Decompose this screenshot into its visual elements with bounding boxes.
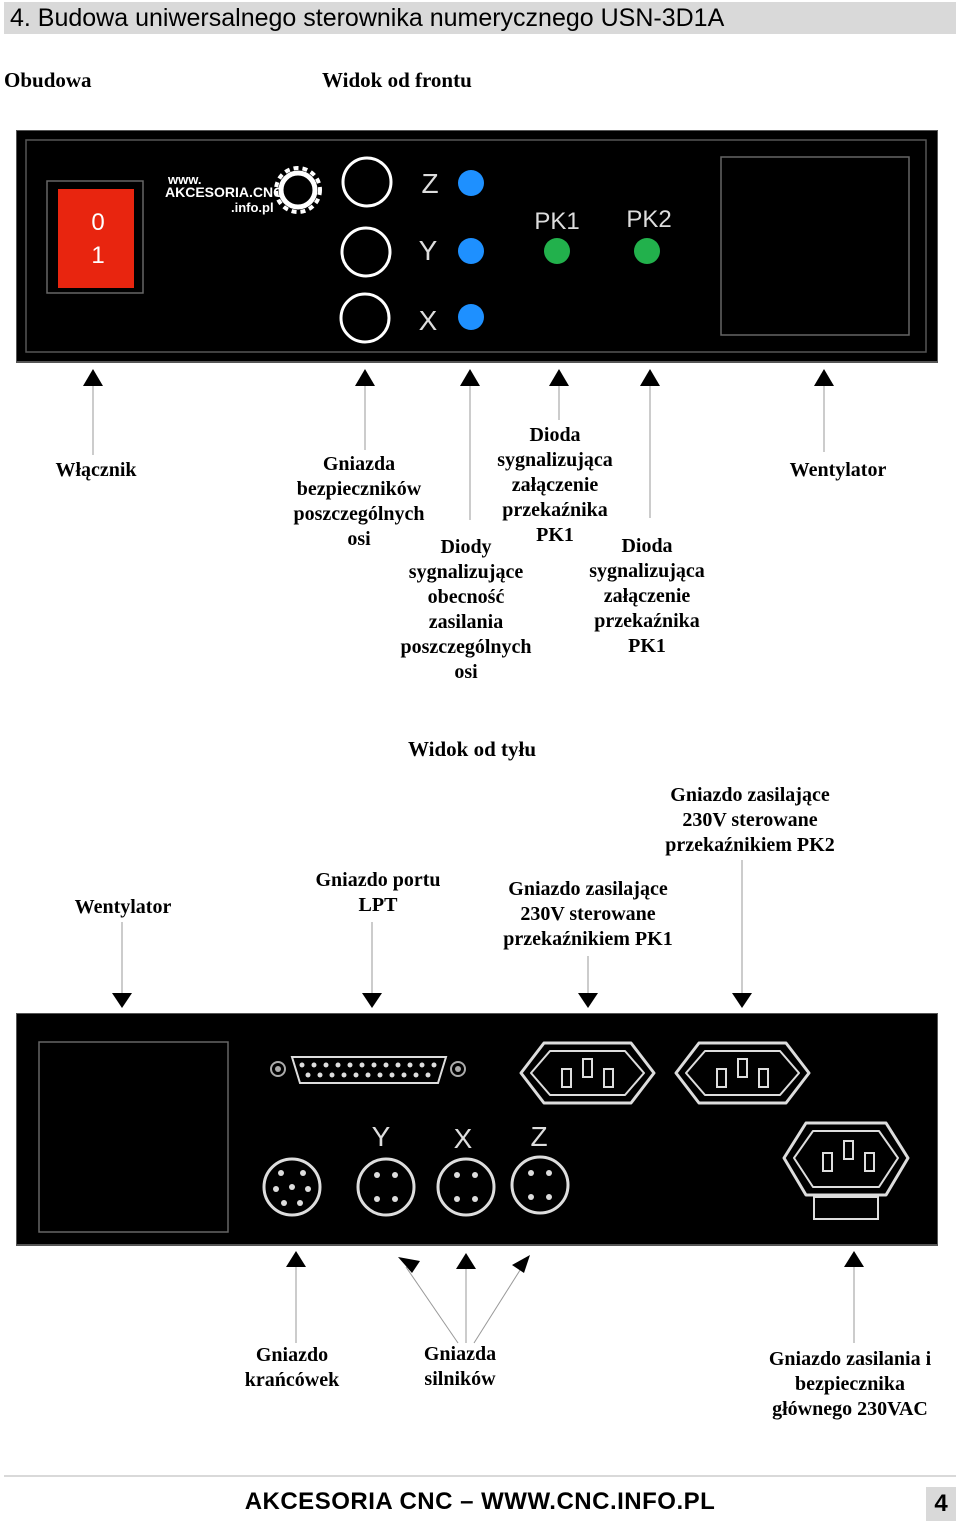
led-pk1 xyxy=(544,238,570,264)
motor-connector-z[interactable] xyxy=(510,1155,570,1215)
label-motor-sockets: Gniazda silników xyxy=(423,1343,497,1390)
rear-bottom-arrows xyxy=(286,1251,864,1344)
led-pk2 xyxy=(634,238,660,264)
front-view-title: Widok od frontu xyxy=(322,68,472,92)
page-number: 4 xyxy=(926,1487,956,1521)
switch-label-1: 1 xyxy=(91,242,104,269)
front-panel: 0 1 www. AKCESORIA.CNC .info.pl Z Y X PK… xyxy=(16,130,938,363)
fuse-holder-y[interactable] xyxy=(340,226,392,278)
power-switch[interactable]: 0 1 xyxy=(46,180,144,294)
label-socket-pk2: Gniazdo zasilające 230V sterowane przeka… xyxy=(665,784,835,856)
label-front-fan: Wentylator xyxy=(789,459,887,481)
mains-socket[interactable] xyxy=(782,1121,910,1220)
label-switch: Włącznik xyxy=(55,459,137,481)
motor-connector-x[interactable] xyxy=(436,1157,496,1217)
label-pk1-led: Dioda sygnalizująca załączenie przekaźni… xyxy=(497,424,613,546)
front-fan-area xyxy=(720,156,910,336)
label-axis-leds: Diody sygnalizujące obecność zasilania p… xyxy=(400,536,532,683)
rear-axis-z: Z xyxy=(530,1121,547,1152)
mains-fuse-drawer xyxy=(813,1196,879,1220)
front-axis-x: X xyxy=(419,305,438,336)
footer-text: AKCESORIA CNC – WWW.CNC.INFO.PL xyxy=(244,1488,716,1515)
label-pk2-led: Dioda sygnalizująca załączenie przekaźni… xyxy=(589,535,705,657)
rear-fan-area xyxy=(38,1041,229,1233)
rear-panel: Y X Z xyxy=(16,1013,938,1246)
limit-switch-connector[interactable] xyxy=(262,1157,322,1217)
gear-icon xyxy=(274,166,322,214)
rear-top-arrows xyxy=(112,860,752,1008)
label-rear-fan: Wentylator xyxy=(74,896,172,918)
led-x xyxy=(458,304,484,330)
logo-line-2: AKCESORIA.CNC xyxy=(165,184,283,200)
header-bar xyxy=(4,2,956,34)
fuse-holder-x[interactable] xyxy=(339,292,391,344)
motor-connector-y[interactable] xyxy=(356,1157,416,1217)
page-title: 4. Budowa uniwersalnego sterownika numer… xyxy=(10,4,725,32)
fuse-holder-z[interactable] xyxy=(341,156,393,208)
pk2-label: PK2 xyxy=(626,206,671,233)
switch-label-0: 0 xyxy=(91,209,104,236)
rear-axis-y: Y xyxy=(372,1121,391,1152)
led-y xyxy=(458,238,484,264)
front-arrows xyxy=(83,369,834,520)
label-fuse-holders: Gniazda bezpieczników poszczególnych osi xyxy=(293,453,425,550)
section-label: Obudowa xyxy=(4,68,92,92)
front-axis-z: Z xyxy=(421,168,438,199)
brand-logo: www. AKCESORIA.CNC .info.pl xyxy=(165,166,322,215)
label-limit-switch: Gniazdo krańcówek xyxy=(244,1344,340,1391)
lpt-port[interactable] xyxy=(270,1056,466,1084)
socket-pk1[interactable] xyxy=(519,1041,656,1105)
label-mains-socket: Gniazdo zasilania i bezpiecznika główneg… xyxy=(768,1348,932,1420)
rear-view-title: Widok od tyłu xyxy=(408,737,536,761)
socket-pk2[interactable] xyxy=(674,1041,811,1105)
front-axis-y: Y xyxy=(419,235,438,266)
logo-line-3: .info.pl xyxy=(231,200,274,215)
footer-divider xyxy=(4,1475,956,1477)
rear-axis-x: X xyxy=(454,1123,473,1154)
logo-line-1: www. xyxy=(167,172,201,187)
led-z xyxy=(458,170,484,196)
label-lpt: Gniazdo portu LPT xyxy=(315,869,441,916)
label-socket-pk1: Gniazdo zasilające 230V sterowane przeka… xyxy=(503,878,673,950)
pk1-label: PK1 xyxy=(534,208,579,235)
